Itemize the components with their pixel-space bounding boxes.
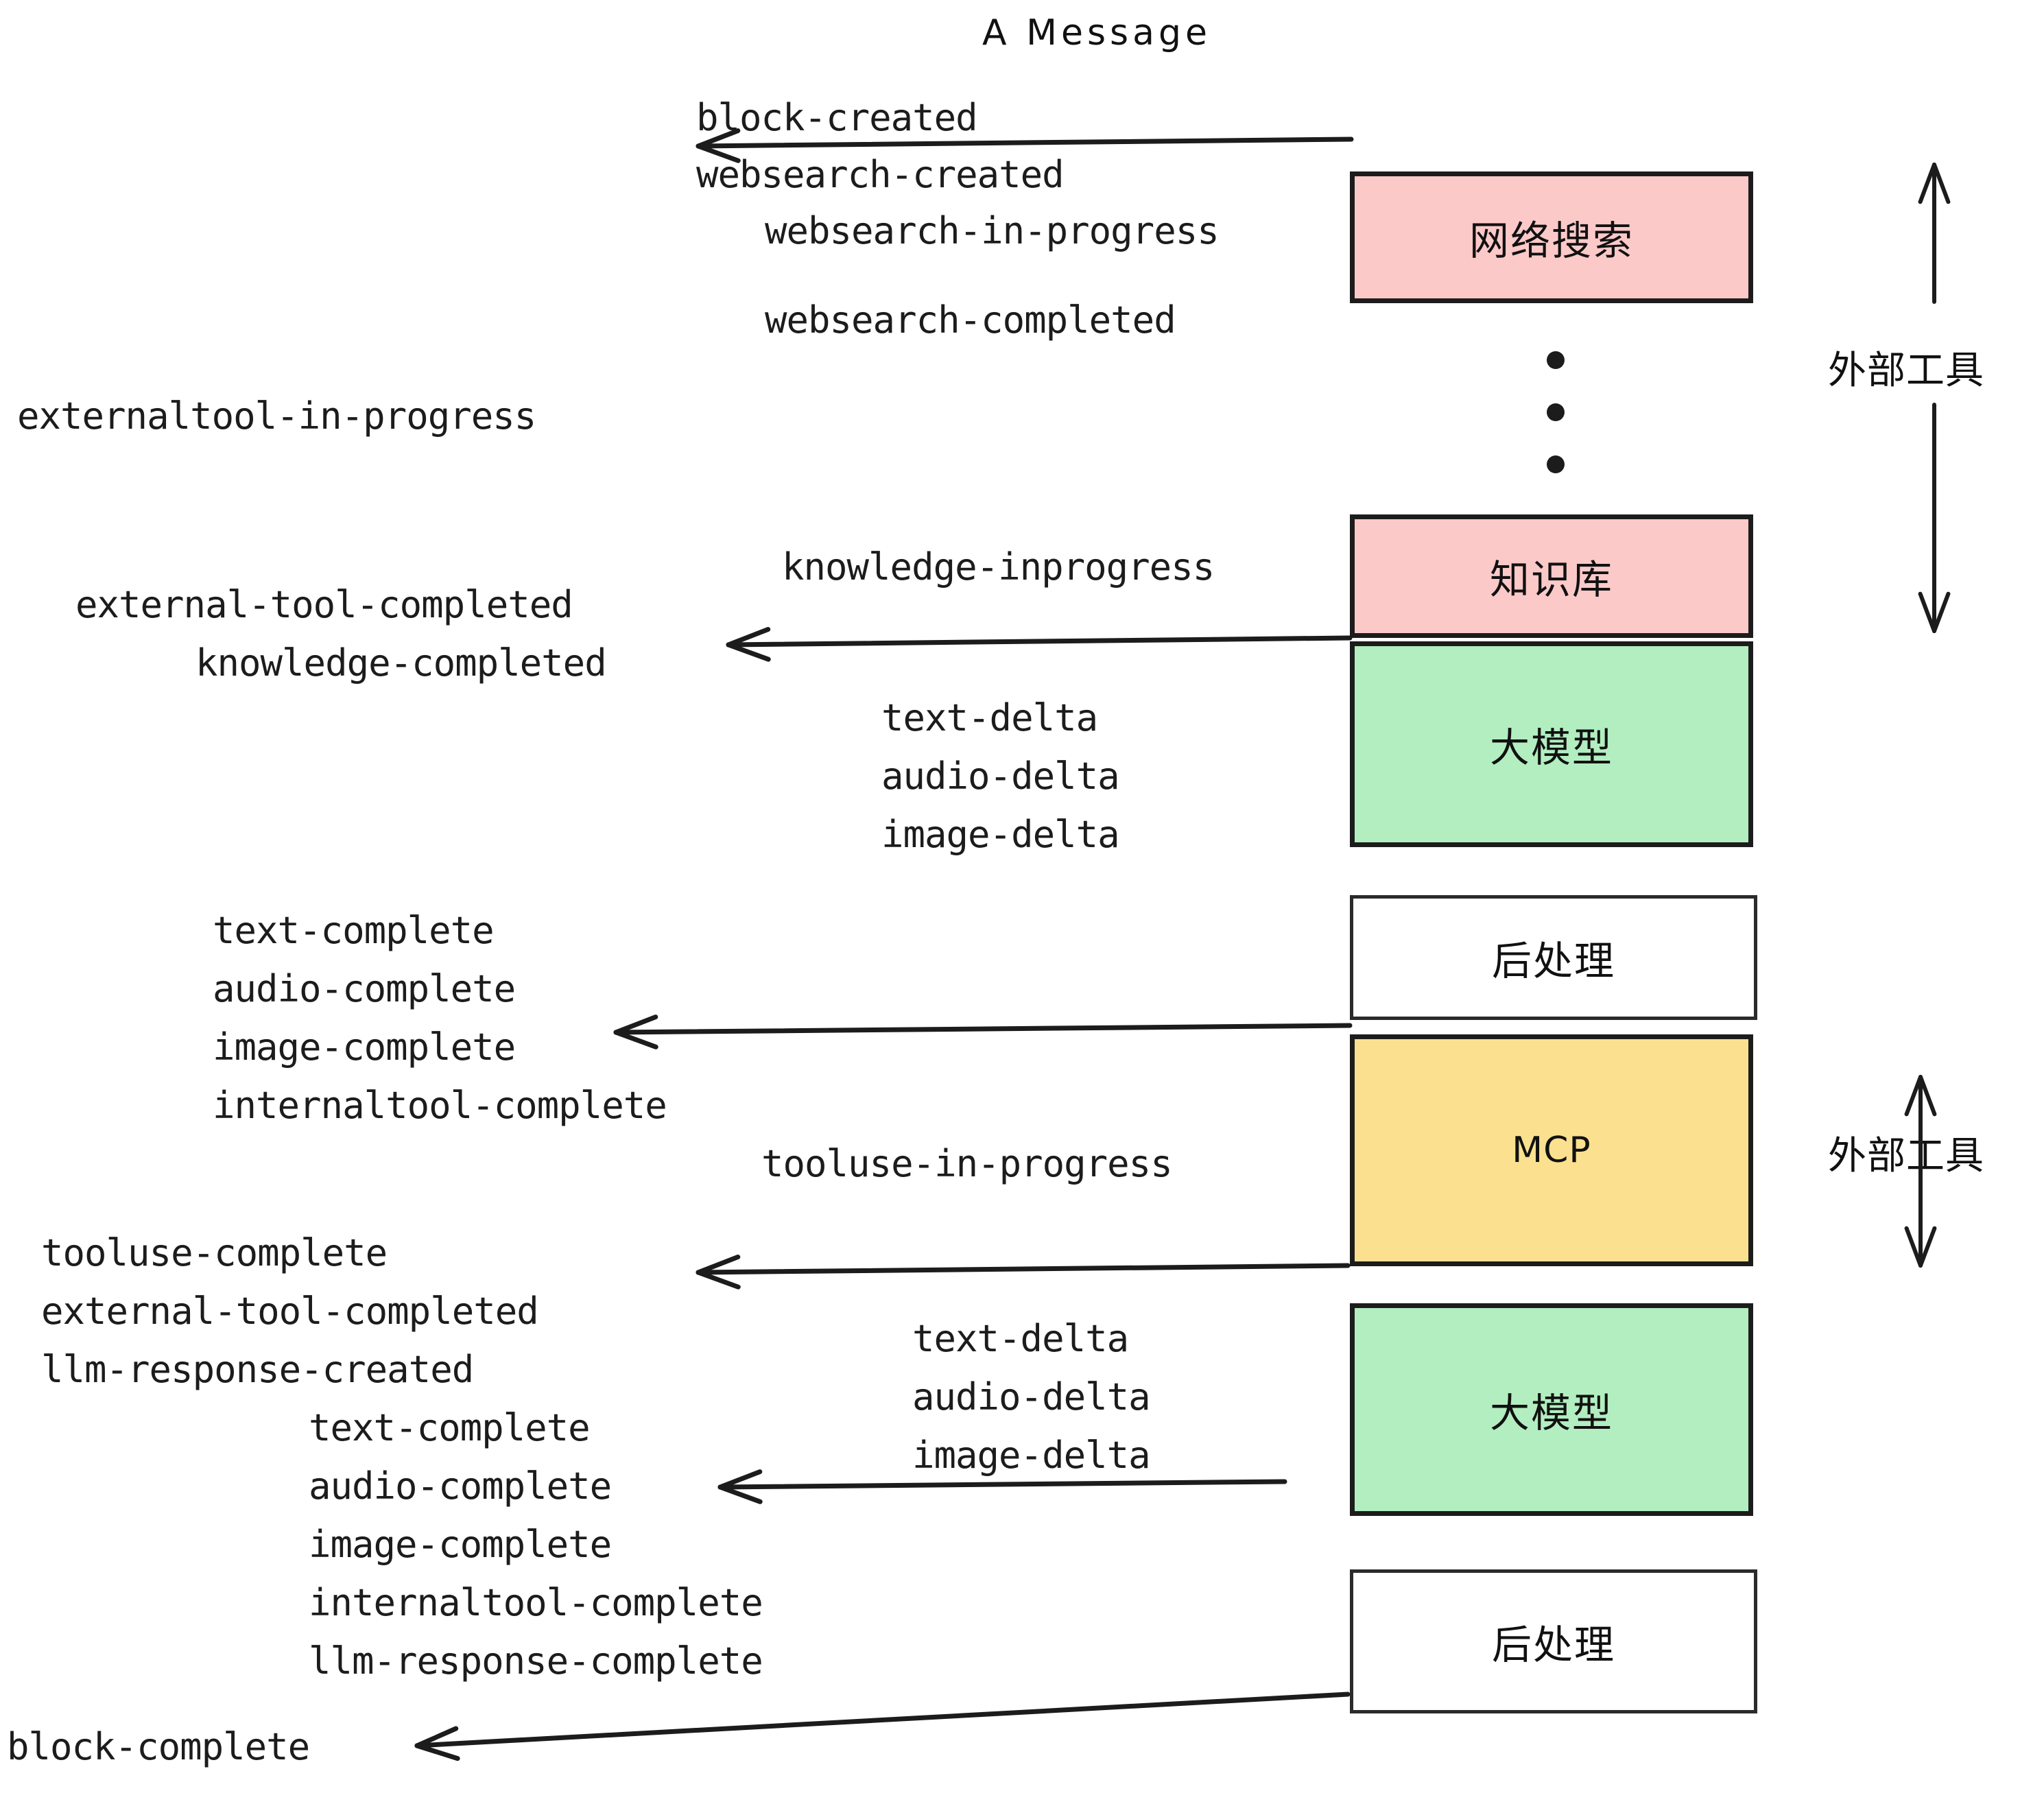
event-label: text-complete <box>309 1406 591 1449</box>
pipeline-node: 大模型 <box>1350 641 1753 847</box>
pipeline-node: 大模型 <box>1350 1303 1753 1516</box>
ellipsis-dot-icon <box>1547 455 1565 473</box>
event-label: knowledge-inprogress <box>782 545 1215 589</box>
block-complete-arrow <box>414 1692 1351 1761</box>
event-label: audio-delta <box>881 755 1120 798</box>
event-label: image-complete <box>309 1523 612 1566</box>
event-label: websearch-completed <box>765 298 1176 342</box>
event-label: image-complete <box>213 1025 516 1069</box>
event-label: text-delta <box>881 696 1098 739</box>
event-label: text-complete <box>213 909 495 952</box>
event-label: external-tool-completed <box>41 1290 539 1333</box>
external-tool-down-arrow <box>1918 403 1951 633</box>
knowledge-completed-arrow <box>726 627 1353 662</box>
external-tool-up-arrow <box>1918 163 1951 304</box>
pipeline-node: MCP <box>1350 1034 1753 1266</box>
external-tool-group-label: 外部工具 <box>1828 1134 1984 1178</box>
ellipsis-dot-icon <box>1547 403 1565 421</box>
pipeline-node: 后处理 <box>1350 895 1757 1020</box>
event-label: block-created <box>696 96 978 139</box>
event-label: llm-response-complete <box>309 1639 763 1683</box>
external-tool-group-label: 外部工具 <box>1828 348 1984 393</box>
event-label: websearch-in-progress <box>765 209 1220 252</box>
event-label: websearch-created <box>696 153 1065 196</box>
image-complete-arrow <box>613 1014 1353 1049</box>
ellipsis-dot-icon <box>1547 351 1565 369</box>
event-label: externaltool-in-progress <box>17 394 536 438</box>
event-label: image-delta <box>912 1434 1151 1477</box>
mcp-down-arrow <box>1904 1167 1937 1268</box>
event-label: internaltool-complete <box>213 1084 667 1127</box>
pipeline-node: 知识库 <box>1350 514 1753 638</box>
event-label: external-tool-completed <box>75 583 573 626</box>
event-label: knowledge-completed <box>195 641 607 685</box>
event-label: audio-complete <box>309 1464 612 1508</box>
event-label: audio-complete <box>213 967 516 1010</box>
tooluse-complete-arrow <box>696 1255 1351 1290</box>
event-label: audio-delta <box>912 1375 1151 1419</box>
event-label: tooluse-complete <box>41 1231 388 1274</box>
event-label: llm-response-created <box>41 1348 474 1391</box>
event-label: image-delta <box>881 813 1120 856</box>
pipeline-node: 后处理 <box>1350 1569 1757 1713</box>
page-title: A Message <box>982 12 1212 54</box>
event-label: text-delta <box>912 1317 1129 1360</box>
event-label: internaltool-complete <box>309 1581 763 1624</box>
pipeline-node: 网络搜索 <box>1350 171 1753 303</box>
event-label: tooluse-in-progress <box>761 1142 1173 1185</box>
event-label: block-complete <box>7 1725 310 1768</box>
